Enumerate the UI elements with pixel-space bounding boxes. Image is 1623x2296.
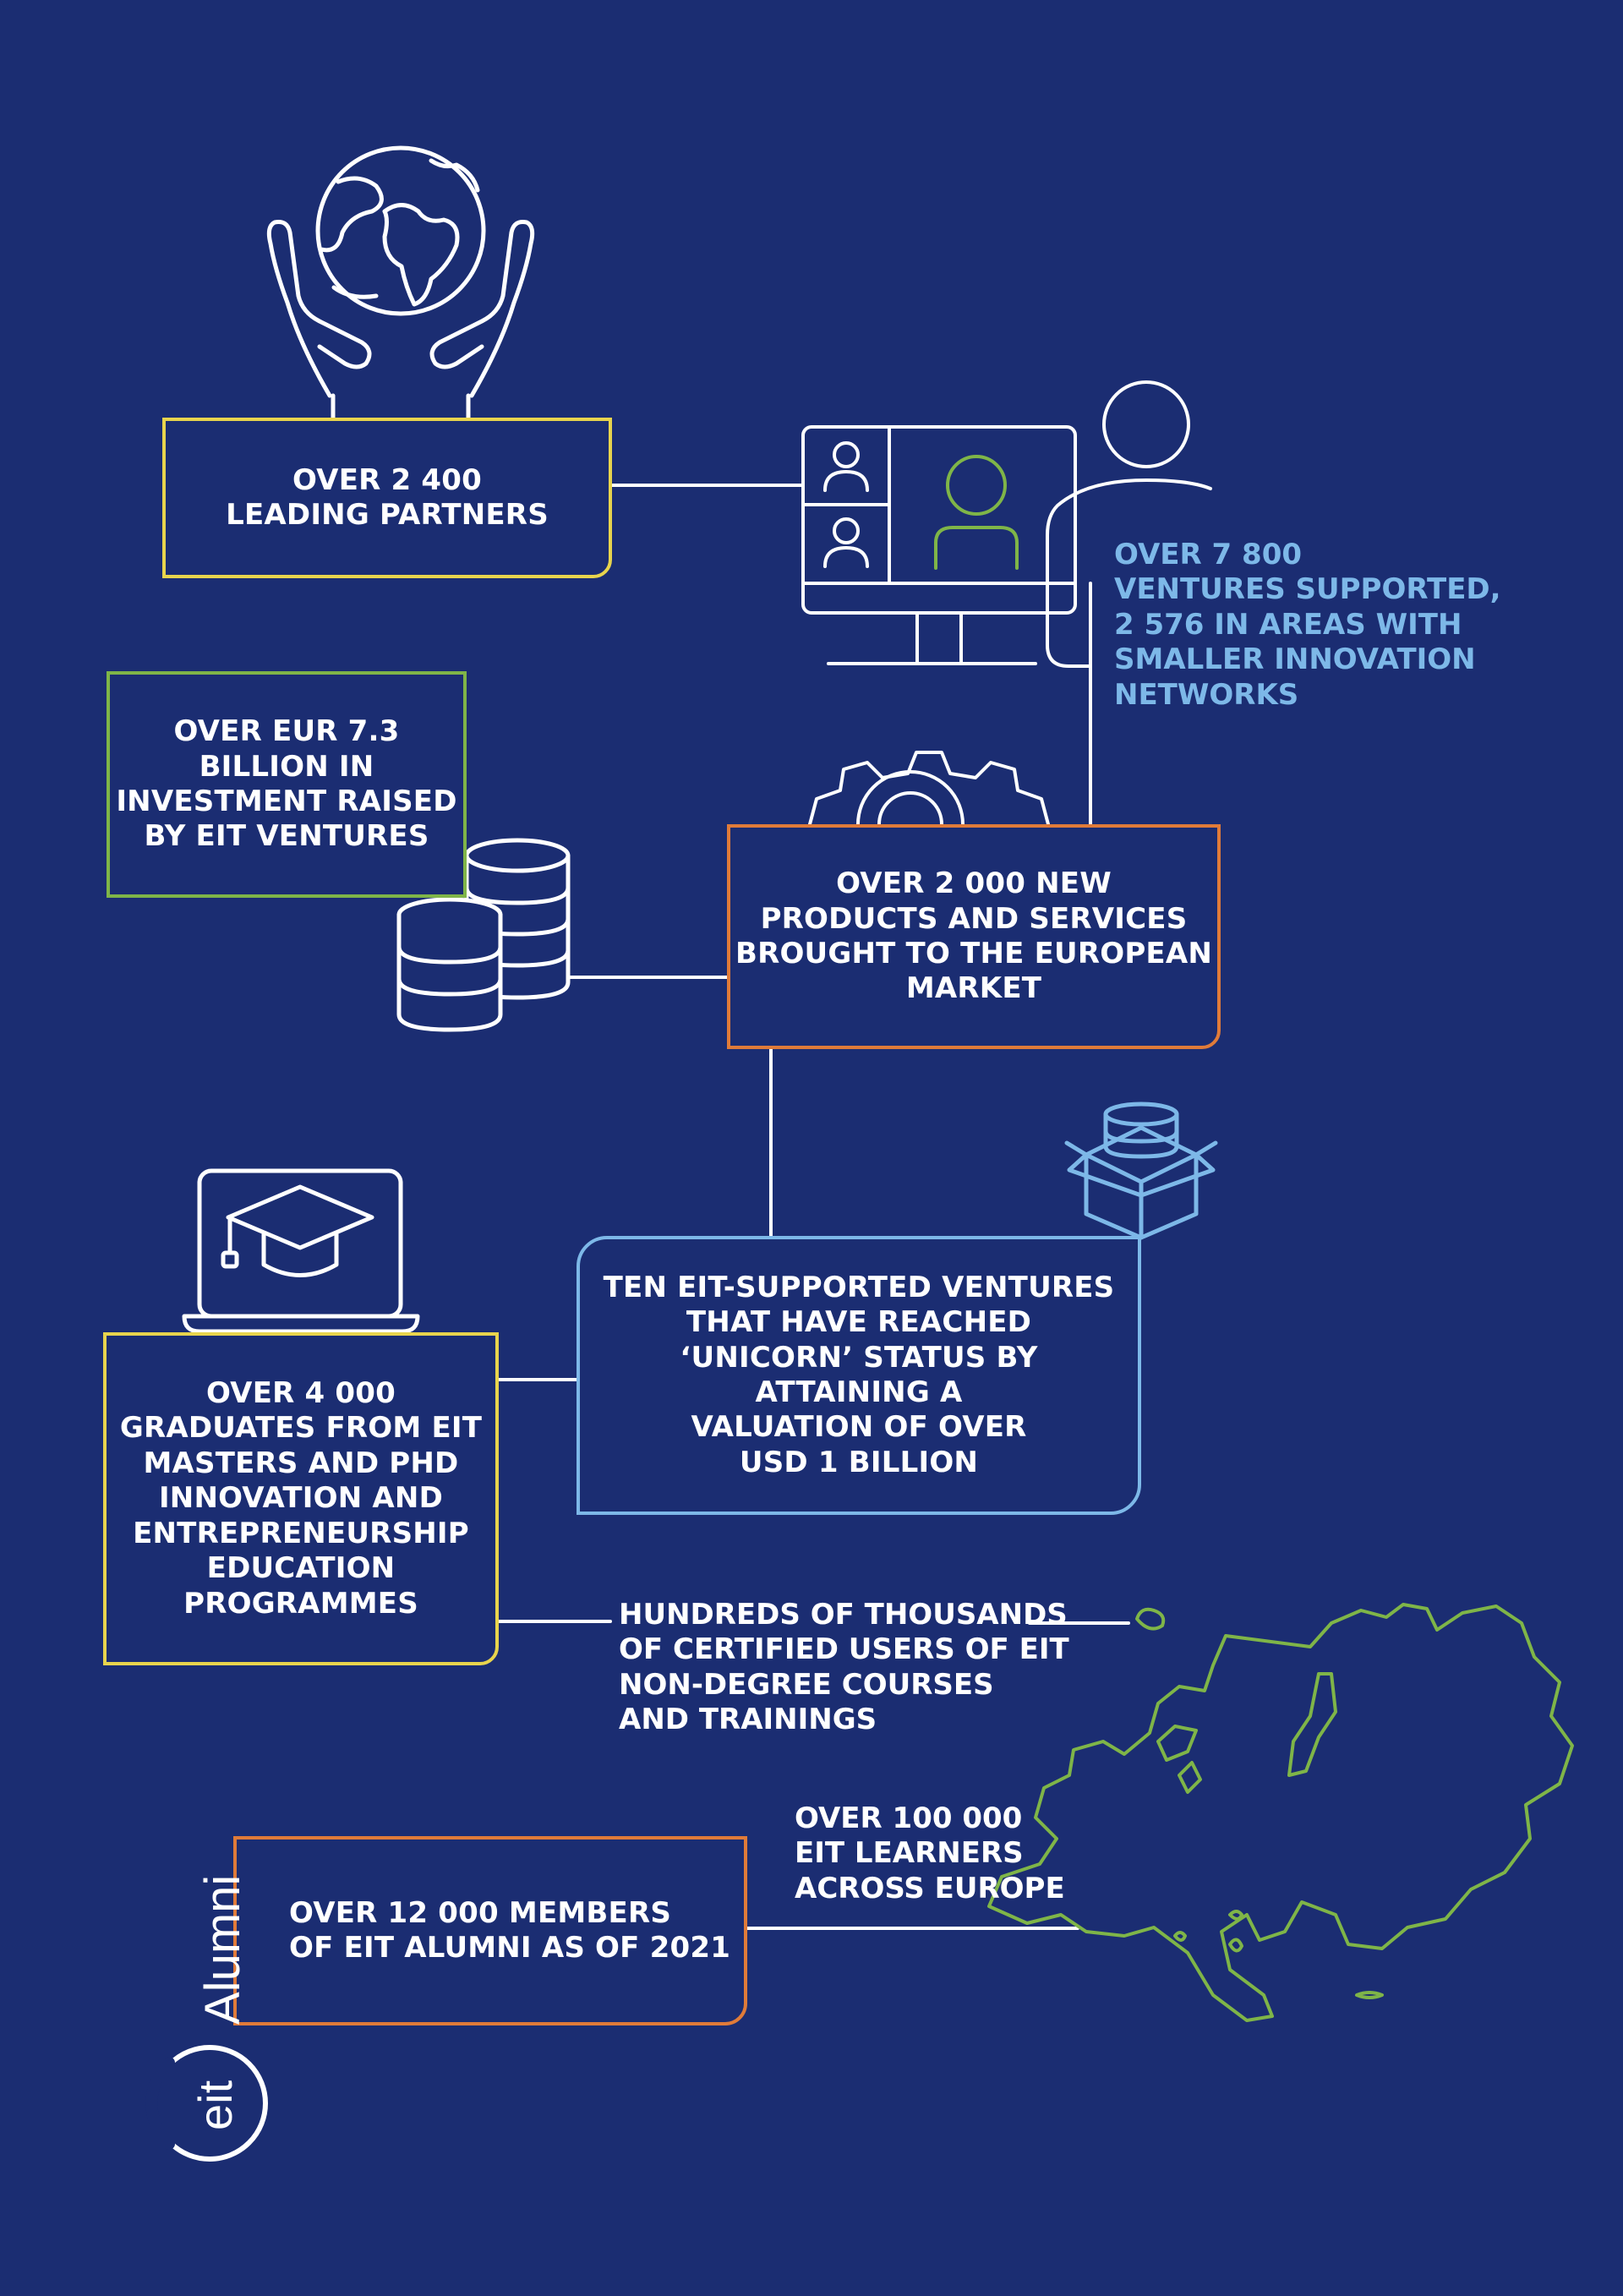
certified-users-stat: HUNDREDS OF THOUSANDS OF CERTIFIED USERS… — [619, 1598, 1069, 1737]
gear-icon — [808, 751, 1050, 826]
video-call-monitor-icon — [801, 425, 1077, 665]
alumni-stat: OVER 12 000 MEMBERS OF EIT ALUMNI AS OF … — [289, 1895, 731, 1965]
connector-lines — [497, 484, 1130, 1930]
person-icon — [1046, 380, 1212, 668]
ventures-supported-stat: OVER 7 800 VENTURES SUPPORTED, 2 576 IN … — [1114, 538, 1501, 712]
graduates-box: OVER 4 000 GRADUATES FROM EIT MASTERS AN… — [103, 1332, 499, 1665]
eit-logo-icon — [145, 2045, 268, 2162]
partners-stat: OVER 2 400 LEADING PARTNERS — [226, 462, 549, 532]
europe-map-icon — [987, 1603, 1574, 2022]
alumni-wordmark: Alumni — [195, 1874, 250, 2025]
globe-in-hands-icon — [266, 145, 535, 421]
eit-wordmark: eit — [189, 2080, 242, 2130]
graduates-stat: OVER 4 000 GRADUATES FROM EIT MASTERS AN… — [119, 1375, 483, 1621]
products-box: OVER 2 000 NEW PRODUCTS AND SERVICES BRO… — [727, 824, 1221, 1049]
open-box-icon — [1064, 1102, 1218, 1240]
investment-stat: OVER EUR 7.3 BILLION IN INVESTMENT RAISE… — [116, 714, 457, 854]
alumni-box: OVER 12 000 MEMBERS OF EIT ALUMNI AS OF … — [233, 1836, 747, 2025]
coin-stacks-icon — [396, 838, 571, 1032]
products-stat: OVER 2 000 NEW PRODUCTS AND SERVICES BRO… — [735, 866, 1213, 1006]
graduation-laptop-icon — [182, 1168, 420, 1334]
partners-box: OVER 2 400 LEADING PARTNERS — [162, 418, 612, 578]
investment-box: OVER EUR 7.3 BILLION IN INVESTMENT RAISE… — [107, 671, 467, 898]
unicorns-stat: TEN EIT-SUPPORTED VENTURES THAT HAVE REA… — [603, 1270, 1115, 1479]
learners-stat: OVER 100 000 EIT LEARNERS ACROSS EUROPE — [795, 1801, 1065, 1905]
unicorns-box: TEN EIT-SUPPORTED VENTURES THAT HAVE REA… — [577, 1236, 1141, 1515]
